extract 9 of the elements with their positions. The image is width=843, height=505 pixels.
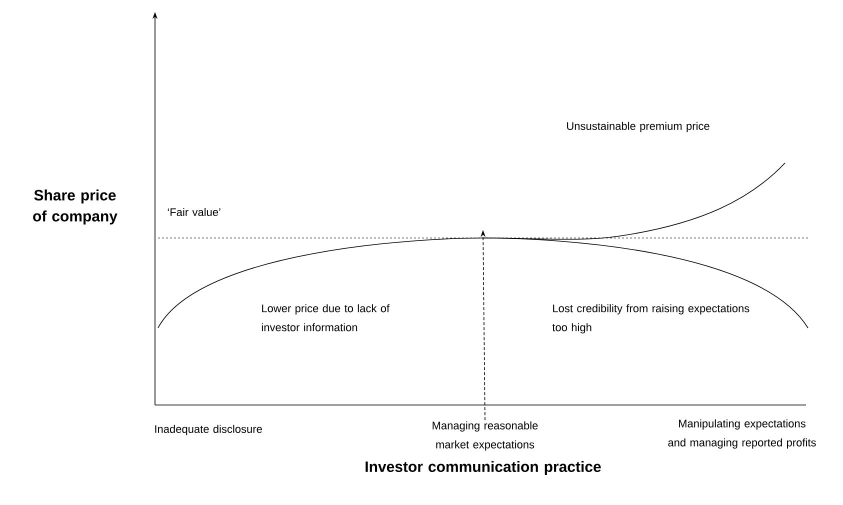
axis-title: Investor communication practice bbox=[366, 461, 601, 475]
axis-title: Share price of company bbox=[33, 190, 118, 224]
axis-tick-label: Manipulating expectations and managing reported profits bbox=[668, 419, 816, 449]
curve-label: Unsustainable premium price bbox=[567, 122, 710, 132]
axis-tick-label: Inadequate disclosure bbox=[155, 424, 262, 436]
axis-tick-label: Managing reasonable market expectations bbox=[432, 421, 538, 451]
region-label: Lost credibility from raising expectations too high bbox=[552, 304, 750, 334]
region-label: Lower price due to lack of investor information bbox=[262, 304, 390, 332]
line-label: ‘Fair value’ bbox=[168, 208, 220, 216]
